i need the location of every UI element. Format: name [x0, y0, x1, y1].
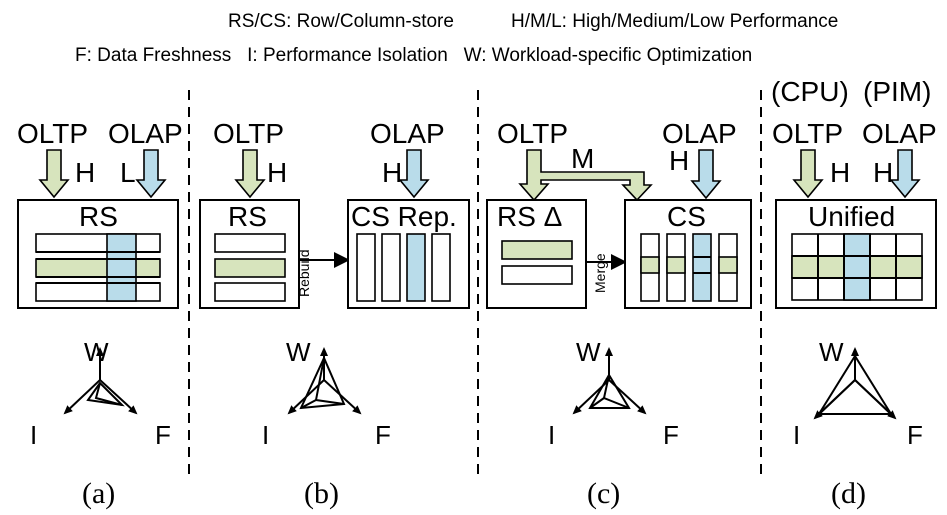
- axis-i: I: [548, 420, 555, 450]
- oltp-label: OLTP: [497, 118, 568, 149]
- caption-c: (c): [587, 477, 620, 510]
- axis-i: I: [262, 420, 269, 450]
- oltp-label: OLTP: [213, 118, 284, 149]
- olap-label: OLAP: [108, 118, 183, 149]
- legend-store-types: RS/CS: Row/Column-store: [228, 11, 454, 32]
- perf-high: H: [75, 157, 95, 188]
- perf-high: H: [873, 157, 893, 188]
- olap-label: OLAP: [662, 118, 737, 149]
- pim-label: (PIM): [863, 76, 931, 107]
- oltp-label: OLTP: [772, 118, 843, 149]
- perf-low: L: [120, 157, 136, 188]
- unified-store-label: Unified: [808, 201, 895, 232]
- axis-w: W: [819, 337, 844, 367]
- metric-triangle-c: W I F: [548, 337, 679, 450]
- row-store-delta-label: RS Δ: [497, 201, 562, 232]
- perf-medium: M: [571, 143, 594, 174]
- merge-label: Merge: [592, 253, 608, 293]
- olap-label: OLAP: [862, 118, 937, 149]
- column-store-label: CS: [667, 201, 706, 232]
- olap-arrow: [690, 149, 722, 200]
- axis-i: I: [793, 420, 800, 450]
- row-store-label: RS: [79, 201, 118, 232]
- axis-f: F: [663, 420, 679, 450]
- caption-d: (d): [831, 477, 866, 510]
- caption-b: (b): [304, 477, 339, 510]
- column-store-columns: [356, 233, 451, 302]
- axis-w: W: [576, 337, 601, 367]
- axis-f: F: [155, 420, 171, 450]
- axis-f: F: [907, 420, 923, 450]
- legend-performance-levels: H/M/L: High/Medium/Low Performance: [511, 11, 838, 32]
- oltp-arrow: [792, 149, 824, 199]
- oltp-arrow: [234, 149, 266, 199]
- rebuild-label: Rebuild: [296, 250, 312, 297]
- delta-rows: [501, 240, 573, 285]
- panel-a: OLTP OLAP H L RS W I F (a): [17, 118, 183, 510]
- column-store-columns: [640, 233, 738, 302]
- perf-high: H: [669, 145, 689, 176]
- oltp-label: OLTP: [17, 118, 88, 149]
- oltp-split-arrow: [518, 149, 653, 202]
- panel-c: OLTP OLAP M H RS Δ Merge CS: [486, 118, 752, 510]
- row-store-rows: [214, 233, 286, 302]
- legend-metrics: F: Data Freshness I: Performance Isolati…: [75, 45, 752, 66]
- axis-w: W: [286, 337, 311, 367]
- metric-triangle-d: W I F: [793, 337, 923, 450]
- row-store-rows: [35, 233, 161, 302]
- olap-arrow: [135, 149, 167, 199]
- panel-b: OLTP OLAP H H RS Rebuild CS Rep.: [199, 118, 470, 510]
- row-store-label: RS: [228, 201, 267, 232]
- cpu-label: (CPU): [771, 76, 849, 107]
- column-store-replica-label: CS Rep.: [351, 201, 457, 232]
- caption-a: (a): [82, 477, 115, 510]
- metric-triangle-a: W I F: [30, 337, 171, 450]
- axis-w: W: [84, 337, 109, 367]
- olap-arrow: [889, 149, 921, 199]
- olap-label: OLAP: [370, 118, 445, 149]
- perf-high: H: [830, 157, 850, 188]
- perf-high: H: [382, 157, 402, 188]
- olap-arrow: [398, 149, 430, 199]
- perf-high: H: [267, 157, 287, 188]
- oltp-arrow: [38, 149, 70, 199]
- axis-i: I: [30, 420, 37, 450]
- axis-f: F: [375, 420, 391, 450]
- metric-triangle-b: W I F: [262, 337, 391, 450]
- panel-d: OLTP OLAP H H Unified W I F: [772, 118, 937, 510]
- unified-grid: [791, 233, 923, 301]
